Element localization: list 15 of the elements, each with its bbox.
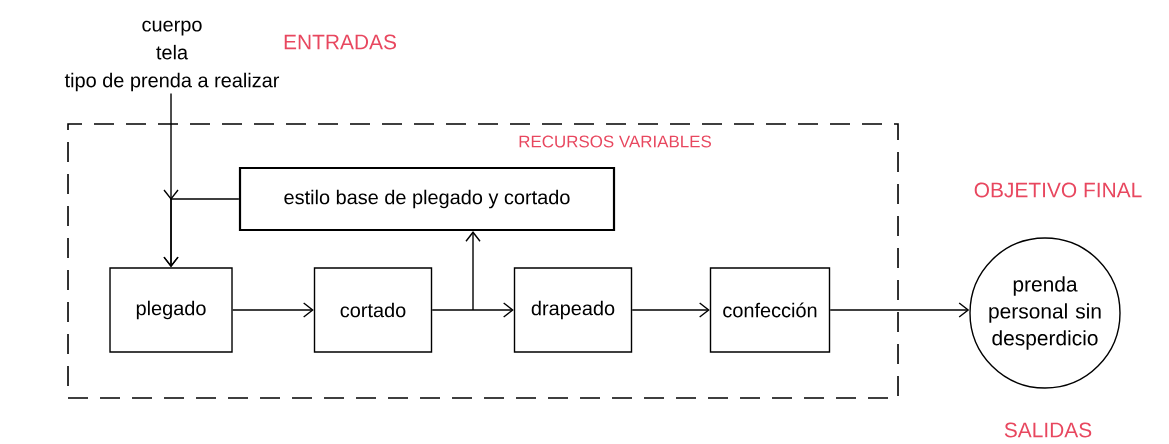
process-box: cortado: [313, 267, 433, 353]
process-box: estilo base de plegado y cortado: [238, 166, 616, 232]
process-box: confección: [709, 267, 831, 353]
arrow: [465, 231, 481, 311]
section-heading: OBJETIVO FINAL: [974, 182, 1142, 198]
arrow: [163, 189, 240, 268]
arrow: [631, 302, 710, 318]
arrow: [232, 302, 314, 318]
process-box: drapeado: [513, 267, 633, 353]
section-heading: SALIDAS: [1004, 422, 1092, 438]
arrow: [829, 302, 970, 318]
process-box: plegado: [109, 267, 233, 353]
input-list: cuerpo tela tipo de prenda a realizar: [64, 20, 280, 92]
arrow: [431, 302, 514, 318]
section-heading: ENTRADAS: [284, 34, 396, 50]
